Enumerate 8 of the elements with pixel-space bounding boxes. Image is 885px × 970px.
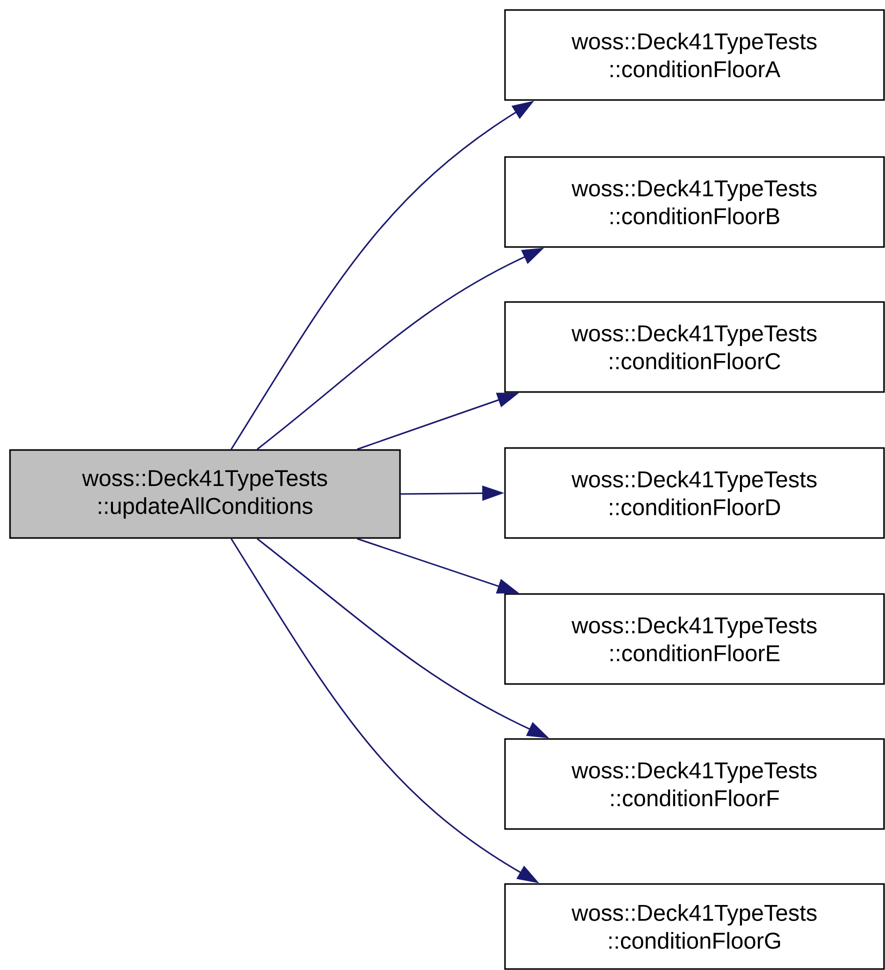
function-box: woss::Deck41TypeTests ::conditionFloorC	[504, 301, 885, 393]
function-box: woss::Deck41TypeTests ::conditionFloorB	[504, 156, 885, 248]
function-box: woss::Deck41TypeTests ::conditionFloorF	[504, 738, 885, 830]
function-box: woss::Deck41TypeTests ::conditionFloorG	[504, 883, 885, 970]
function-box: woss::Deck41TypeTests ::conditionFloorD	[504, 447, 885, 539]
function-box: woss::Deck41TypeTests ::conditionFloorE	[504, 593, 885, 685]
function-box: woss::Deck41TypeTests ::conditionFloorA	[504, 9, 885, 101]
function-box: woss::Deck41TypeTests ::updateAllConditions	[9, 449, 401, 539]
